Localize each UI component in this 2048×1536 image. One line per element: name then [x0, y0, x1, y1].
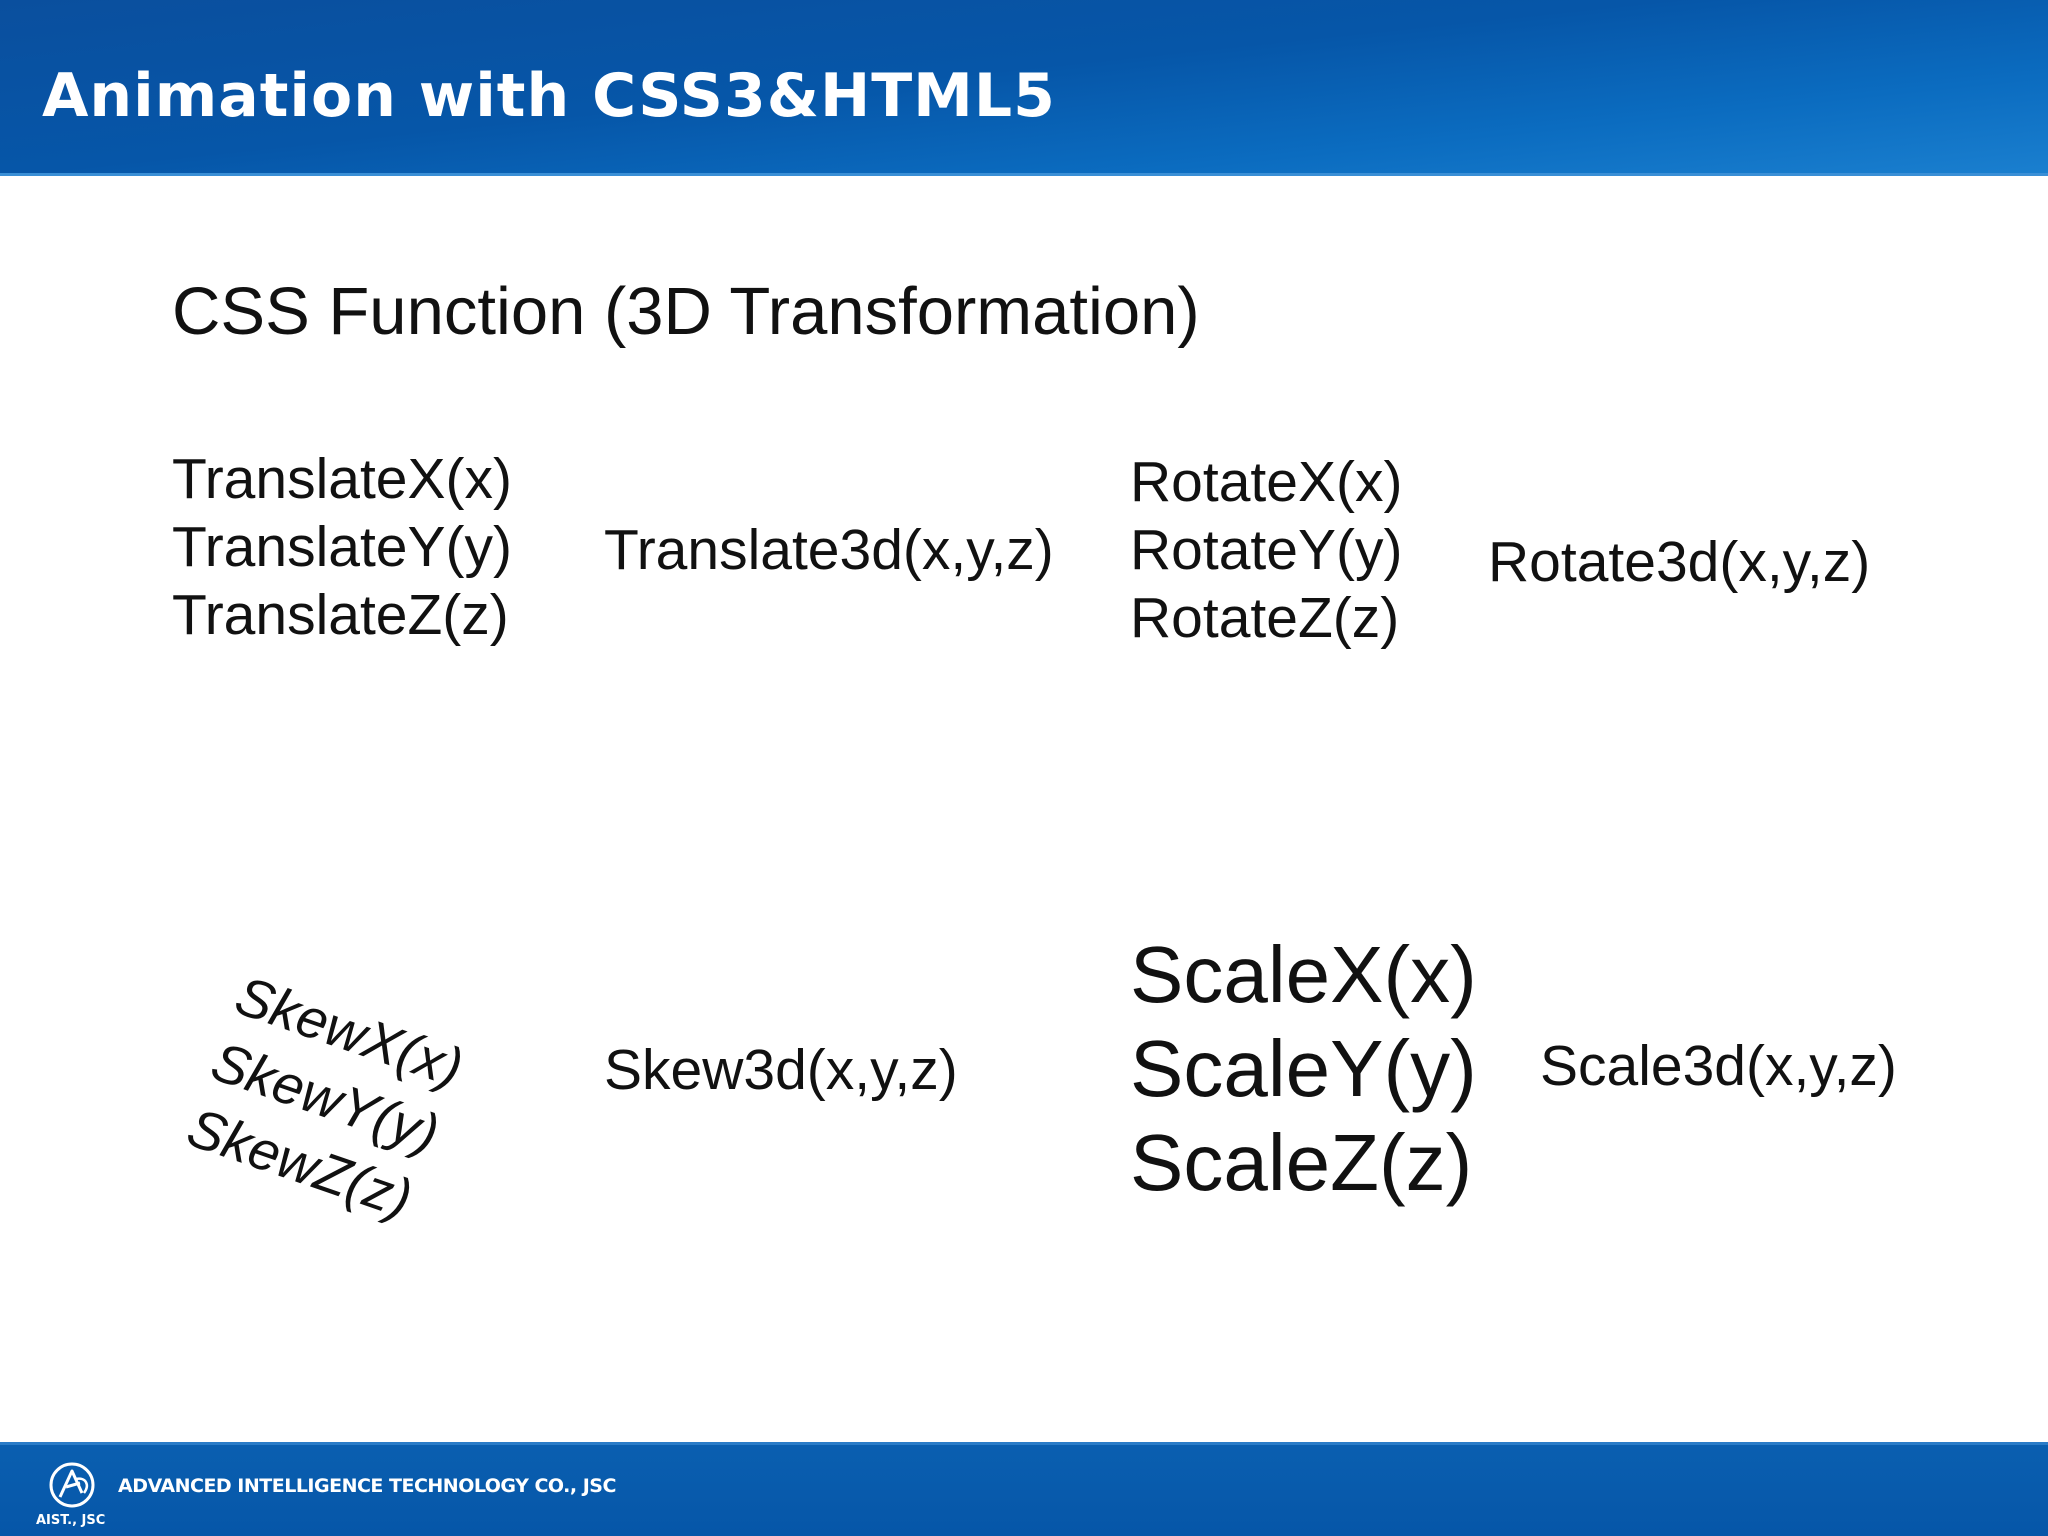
footer-band: ADVANCED INTELLIGENCE TECHNOLOGY CO., JS… — [0, 1442, 2048, 1536]
slide-title: Animation with CSS3&HTML5 — [42, 61, 1056, 131]
rotate3d-label: Rotate3d(x,y,z) — [1488, 530, 1871, 594]
translate3d-label: Translate3d(x,y,z) — [604, 518, 1054, 582]
rotate-z-label: RotateZ(z) — [1130, 586, 1400, 650]
scale-y-label: ScaleY(y) — [1130, 1024, 1477, 1113]
scale-functions: ScaleX(x) ScaleY(y) ScaleZ(z) — [1130, 928, 1477, 1210]
rotate-x-label: RotateX(x) — [1130, 450, 1403, 514]
translate-functions: TranslateX(x) TranslateY(y) TranslateZ(z… — [172, 445, 512, 649]
section-heading: CSS Function (3D Transformation) — [172, 274, 1200, 349]
aist-logo-icon — [49, 1462, 95, 1508]
header-band: Animation with CSS3&HTML5 — [0, 0, 2048, 176]
skew3d-label: Skew3d(x,y,z) — [604, 1038, 958, 1102]
rotate-functions: RotateX(x) RotateY(y) RotateZ(z) — [1130, 448, 1402, 652]
scale-z-label: ScaleZ(z) — [1130, 1118, 1473, 1207]
skew-functions: SkewX(x) SkewY(y) SkewZ(z) — [180, 960, 473, 1230]
translate-x-label: TranslateX(x) — [172, 447, 512, 511]
scale-x-label: ScaleX(x) — [1130, 930, 1477, 1019]
translate-y-label: TranslateY(y) — [172, 515, 512, 579]
footer-company-name: ADVANCED INTELLIGENCE TECHNOLOGY CO., JS… — [118, 1475, 616, 1497]
footer-company-abbrev: AIST., JSC — [36, 1513, 106, 1528]
translate-z-label: TranslateZ(z) — [172, 583, 509, 647]
rotate-y-label: RotateY(y) — [1130, 518, 1403, 582]
scale3d-label: Scale3d(x,y,z) — [1540, 1034, 1897, 1098]
